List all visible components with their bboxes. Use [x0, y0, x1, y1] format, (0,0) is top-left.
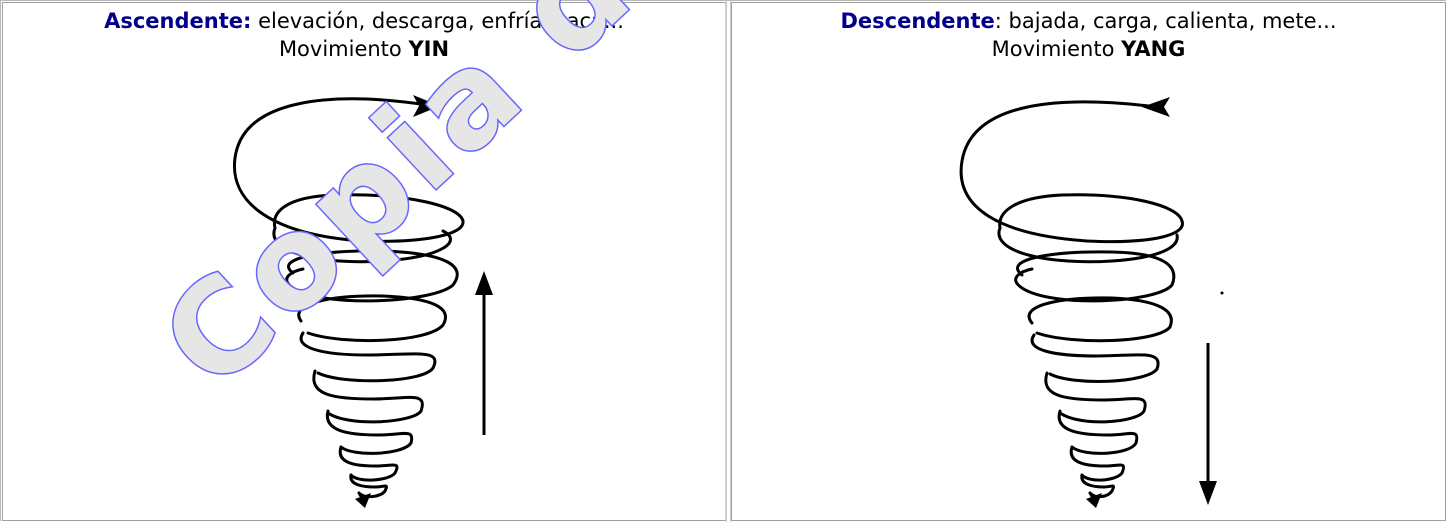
descending-subtitle-bold: YANG [1121, 37, 1186, 61]
ascending-caption: Ascendente: elevación, descarga, enfría,… [3, 7, 725, 63]
ascending-subtitle-bold: YIN [408, 37, 450, 61]
ascending-title-rest: elevación, descarga, enfría, saca... [251, 9, 624, 33]
ascending-vertical-arrowhead [475, 271, 493, 295]
descending-top-arrowhead [1142, 97, 1170, 117]
descending-spiral-rings [997, 226, 1179, 505]
ascending-spiral-figure [232, 95, 493, 508]
descending-subtitle: Movimiento YANG [732, 35, 1445, 63]
descending-tip-arrowhead [1086, 493, 1102, 508]
ascending-subtitle: Movimiento YIN [3, 35, 725, 63]
descending-title-bold: Descendente [840, 9, 995, 33]
descending-vertical-arrowhead [1199, 481, 1217, 505]
descending-panel: Descendente: bajada, carga, calienta, me… [731, 2, 1446, 521]
descending-spiral-figure [959, 97, 1224, 508]
ascending-tip-arrowhead [355, 493, 371, 508]
ascending-title-bold: Ascendente: [104, 9, 252, 33]
descending-title: Descendente: bajada, carga, calienta, me… [732, 7, 1445, 35]
descending-title-rest: : bajada, carga, calienta, mete... [994, 9, 1337, 33]
descending-dot-mark [1220, 291, 1224, 295]
ascending-spiral-rings [272, 226, 459, 505]
ascending-panel: Ascendente: elevación, descarga, enfría,… [2, 2, 726, 521]
ascending-top-arrowhead [413, 95, 440, 117]
ascending-title: Ascendente: elevación, descarga, enfría,… [3, 7, 725, 35]
descending-caption: Descendente: bajada, carga, calienta, me… [732, 7, 1445, 63]
ascending-subtitle-prefix: Movimiento [278, 37, 409, 61]
panel-divider [726, 1, 731, 522]
descending-subtitle-prefix: Movimiento [991, 37, 1122, 61]
ascending-top-loop [232, 97, 465, 243]
descending-top-loop [959, 100, 1184, 244]
